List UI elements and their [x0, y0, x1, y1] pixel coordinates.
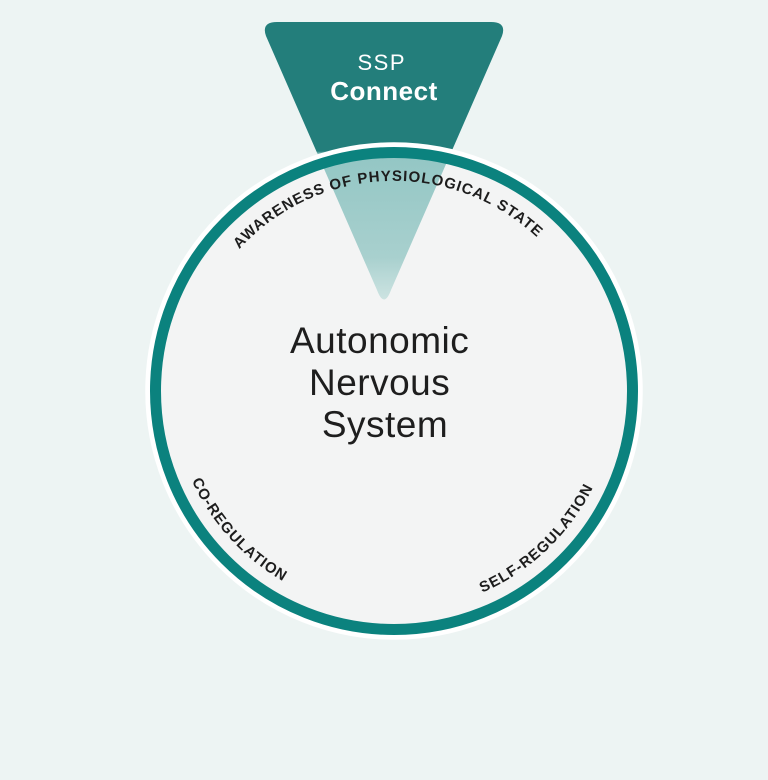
funnel-label-ssp: SSP — [358, 50, 407, 75]
ans-circle-border — [150, 147, 638, 635]
ssp-funnel — [264, 22, 504, 300]
center-title: Autonomic Nervous System — [290, 320, 480, 445]
funnel-label: SSP Connect — [330, 50, 438, 106]
center-title-line3: System — [322, 404, 448, 445]
center-title-line2: Nervous — [309, 362, 450, 403]
center-title-line1: Autonomic — [290, 320, 469, 361]
ans-circle-fill — [154, 151, 634, 631]
funnel-label-connect: Connect — [330, 76, 438, 106]
circle-halo-ring — [145, 142, 643, 640]
